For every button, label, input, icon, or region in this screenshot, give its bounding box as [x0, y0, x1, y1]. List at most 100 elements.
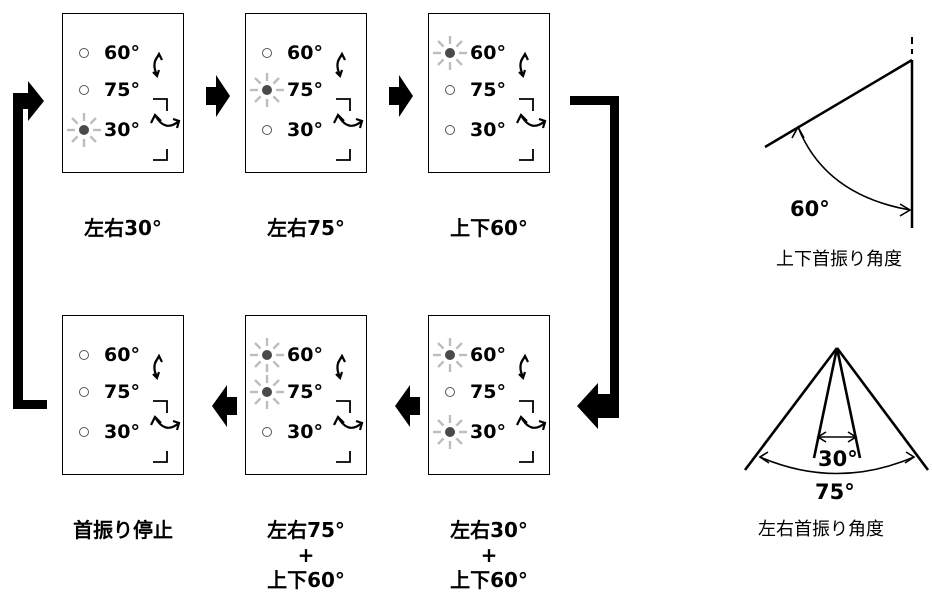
inner-left-line	[812, 347, 839, 459]
arrowhead-icon	[816, 431, 827, 443]
light-burst-icon	[433, 338, 467, 372]
lamp-dot	[79, 48, 89, 58]
setting-row: 30°	[429, 115, 551, 145]
panel-combo-75-60: 60° 75° 30°	[245, 315, 367, 475]
angle-option-label: 30°	[104, 119, 140, 141]
bracket-icon	[336, 98, 351, 111]
horizontal-caption: 左右首振り角度	[758, 519, 884, 540]
lamp-off-icon	[444, 386, 456, 398]
bracket-icon	[153, 98, 168, 111]
tilt-line	[764, 58, 913, 149]
panel-combo-30-60: 60°75°30°	[428, 315, 550, 475]
setting-row: 60°	[63, 38, 185, 68]
inner-right-line	[835, 347, 862, 459]
lamp-off-icon	[78, 84, 90, 96]
bracket-icon	[336, 149, 351, 161]
arrow-right-icon	[206, 75, 230, 117]
angle-option-label: 75°	[287, 381, 323, 403]
light-burst-icon	[433, 415, 467, 449]
setting-row: 75°	[63, 75, 185, 105]
panel-title: 左右75°	[226, 216, 386, 241]
bracket-icon	[153, 149, 168, 161]
lamp-off-icon	[78, 47, 90, 59]
arrow-left-icon	[395, 385, 420, 427]
swing-symbols	[150, 51, 181, 161]
setting-row: 75°	[429, 75, 551, 105]
lamp-dot	[445, 427, 455, 437]
setting-row: 60°	[63, 340, 185, 370]
panel-title-line: 左右75°	[267, 518, 345, 542]
setting-row: 75°	[63, 377, 185, 407]
swing-symbols	[150, 353, 181, 463]
angle-option-label: 75°	[470, 79, 506, 101]
outer-left-line	[743, 347, 839, 471]
lamp-off-icon	[261, 47, 273, 59]
panel-title-line: 左右30°	[84, 216, 162, 240]
light-burst-icon	[433, 36, 467, 70]
lamp-dot	[445, 350, 455, 360]
lamp-lit-icon	[433, 415, 467, 449]
bracket-icon	[519, 451, 534, 463]
lamp-dot	[79, 427, 89, 437]
lamp-lit-icon	[250, 73, 284, 107]
arrowhead-icon	[899, 203, 912, 217]
setting-row: 75°	[246, 73, 368, 107]
lamp-dot	[79, 125, 89, 135]
light-burst-icon	[250, 73, 284, 107]
lamp-dot	[79, 350, 89, 360]
outer-angle-label: 75°	[815, 480, 855, 504]
angle-option-label: 30°	[470, 119, 506, 141]
swing-symbols	[333, 353, 364, 463]
panel-title-line: +	[297, 543, 315, 567]
angle-arc	[797, 126, 911, 211]
lamp-dot	[262, 350, 272, 360]
setting-row: 60°	[246, 338, 368, 372]
panel-swing-stop: 60° 75° 30°	[62, 315, 184, 475]
angle-option-label: 60°	[287, 344, 323, 366]
swing-symbols	[333, 51, 364, 161]
angle-option-label: 60°	[470, 42, 506, 64]
panel-title: 首振り停止	[43, 518, 203, 543]
lamp-off-icon	[78, 426, 90, 438]
setting-row: 75°	[246, 375, 368, 409]
lamp-dot	[262, 48, 272, 58]
angle-option-label: 60°	[104, 42, 140, 64]
angle-option-label: 30°	[104, 421, 140, 443]
lamp-lit-icon	[433, 338, 467, 372]
lamp-off-icon	[444, 84, 456, 96]
swing-symbols	[516, 51, 547, 161]
lamp-lit-icon	[67, 113, 101, 147]
panel-up-down-60: 60° 75° 30°	[428, 13, 550, 173]
lamp-dot	[445, 48, 455, 58]
panel-title: 左右30° + 上下60°	[409, 518, 569, 593]
panel-title-line: 左右75°	[267, 216, 345, 240]
bracket-icon	[519, 149, 534, 161]
bracket-icon	[336, 451, 351, 463]
setting-row: 30°	[429, 415, 551, 449]
angle-option-label: 75°	[104, 79, 140, 101]
arrowhead-icon	[758, 451, 770, 464]
angle-option-label: 30°	[287, 421, 323, 443]
angle-option-label: 60°	[287, 42, 323, 64]
panel-title: 上下60°	[409, 216, 569, 241]
inner-angle-label: 30°	[818, 447, 858, 471]
angle-option-label: 60°	[104, 344, 140, 366]
panel-left-right-75: 60°75°30°	[245, 13, 367, 173]
setting-row: 30°	[246, 417, 368, 447]
lamp-dot	[445, 125, 455, 135]
angle-option-label: 75°	[470, 381, 506, 403]
setting-row: 60°	[246, 38, 368, 68]
angle-option-label: 30°	[470, 421, 506, 443]
lamp-dot	[262, 427, 272, 437]
panel-title: 左右75° + 上下60°	[226, 518, 386, 593]
panel-title-line: 上下60°	[450, 568, 528, 592]
bracket-icon	[519, 400, 534, 413]
lamp-dot	[262, 125, 272, 135]
horizontal-swing-diagram	[743, 347, 930, 475]
outer-right-line	[835, 347, 930, 471]
vertical-swing-diagram	[764, 37, 914, 228]
lamp-dot	[262, 85, 272, 95]
lamp-lit-icon	[433, 36, 467, 70]
